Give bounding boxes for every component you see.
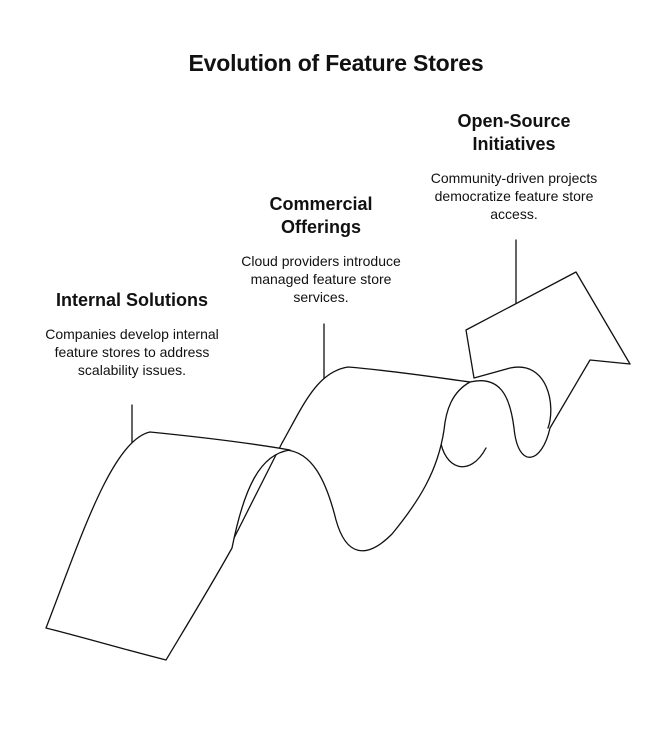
stage-description: Community-driven projects democratize fe… xyxy=(430,170,598,222)
stage-heading: Open-Source Initiatives xyxy=(457,111,571,154)
stage-commercial-offerings: Commercial Offerings Cloud providers int… xyxy=(240,193,402,306)
stage-description: Companies develop internal feature store… xyxy=(45,326,219,378)
stage-heading: Commercial Offerings xyxy=(269,194,373,237)
stage-internal-solutions: Internal Solutions Companies develop int… xyxy=(36,289,228,379)
ribbon-segment-arrow xyxy=(465,271,631,458)
stage-description: Cloud providers introduce managed featur… xyxy=(241,253,401,305)
stage-open-source-initiatives: Open-Source Initiatives Community-driven… xyxy=(430,110,598,223)
ribbon-segment-first xyxy=(45,431,291,661)
diagram-title: Evolution of Feature Stores xyxy=(188,50,484,76)
stage-heading: Internal Solutions xyxy=(55,290,208,310)
